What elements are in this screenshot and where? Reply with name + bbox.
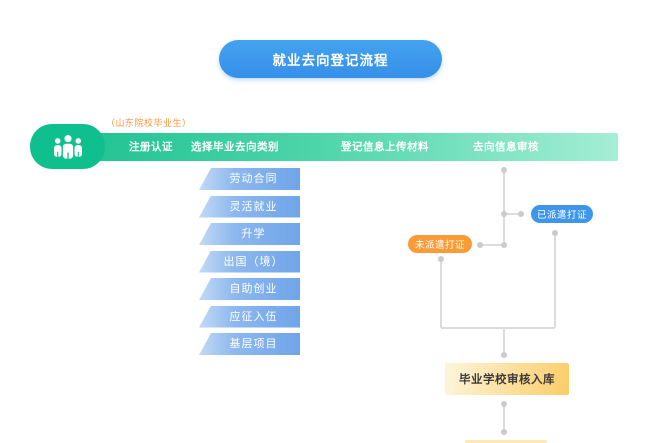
audience-note: （山东院校毕业生） [106, 118, 192, 128]
destination-type-further-study: 升学 [199, 223, 300, 245]
people-capsule [30, 124, 105, 169]
step-review: 去向信息审核 [473, 141, 539, 153]
destination-type-self-employment: 自助创业 [199, 278, 300, 300]
process-bar [75, 133, 618, 161]
page-title: 就业去向登记流程 [272, 53, 389, 68]
step-register: 注册认证 [129, 141, 173, 153]
next-step-box-partial [465, 440, 547, 443]
step-upload-materials: 登记信息上传材料 [341, 141, 429, 153]
group-people-icon [53, 134, 82, 159]
destination-type-labor-contract: 劳动合同 [199, 168, 300, 190]
destination-type-grassroots-project: 基层项目 [199, 333, 300, 355]
destination-type-abroad: 出国（境） [199, 250, 300, 273]
not-dispatched-pill: 未派遣打证 [408, 235, 472, 253]
step-choose-destination: 选择毕业去向类别 [191, 141, 279, 153]
destination-type-flexible-employment: 灵活就业 [199, 195, 300, 218]
dispatched-pill: 已派遣打证 [531, 205, 593, 223]
title-pill: 就业去向登记流程 [219, 40, 442, 78]
destination-type-enlistment: 应征入伍 [199, 305, 300, 328]
school-review-box: 毕业学校审核入库 [445, 363, 569, 395]
